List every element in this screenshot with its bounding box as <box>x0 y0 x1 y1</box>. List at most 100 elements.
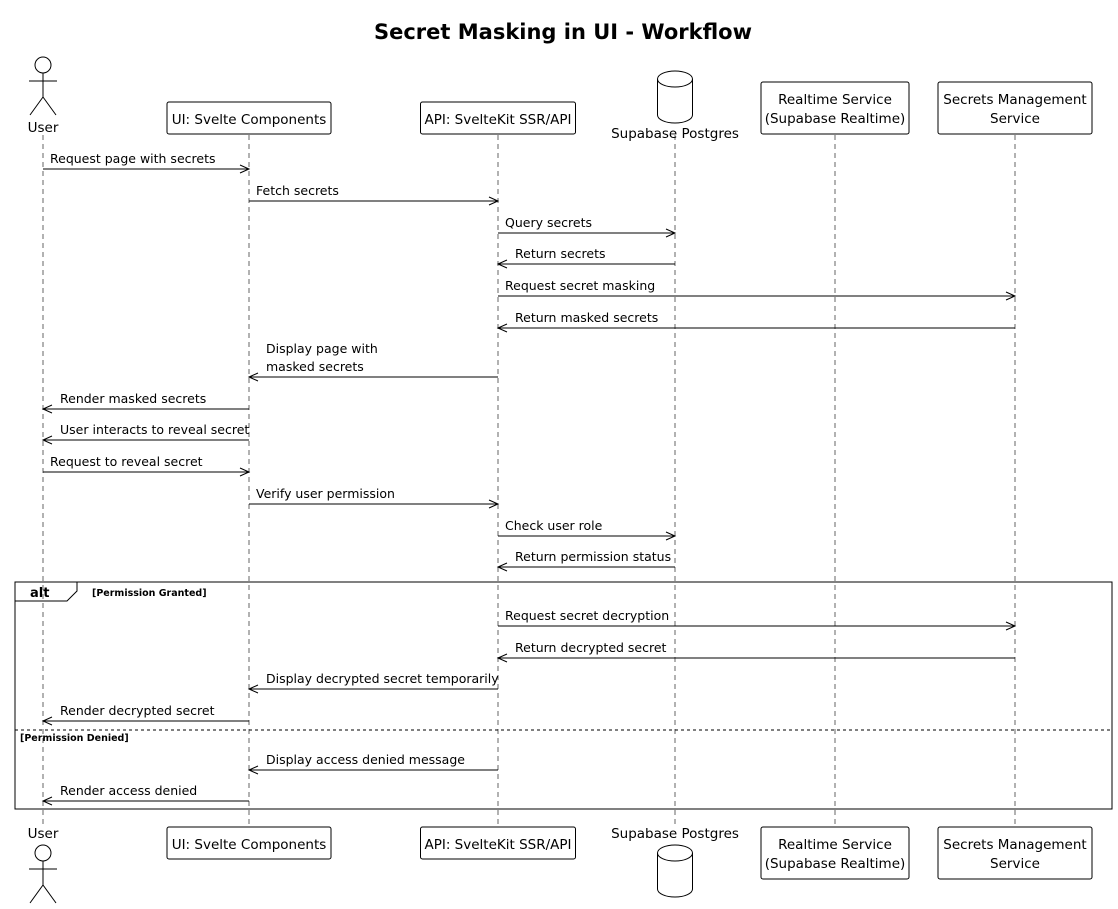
message-label: Return permission status <box>515 549 671 564</box>
arrow-head <box>665 531 677 541</box>
message-fetch-secrets: Fetch secrets <box>249 183 500 206</box>
participant-label: UI: Svelte Components <box>172 112 327 128</box>
participant-box <box>420 826 576 860</box>
participant-box <box>166 101 332 135</box>
arrow-head <box>496 323 508 333</box>
participant-box <box>166 826 332 860</box>
message-return-masked-secrets: Return masked secrets <box>496 310 1015 333</box>
message-label: masked secrets <box>266 359 364 374</box>
message-label: Query secrets <box>505 215 592 230</box>
participant-box <box>420 101 576 135</box>
participant-user-bottom: User <box>28 826 59 904</box>
arrow-head <box>496 259 508 269</box>
participant-box <box>937 81 1093 135</box>
participant-box <box>760 81 910 135</box>
arrow-head <box>488 196 500 206</box>
participant-rt-top: Realtime Service (Supabase Realtime) <box>760 81 910 135</box>
participant-api-top: API: SvelteKit SSR/API <box>420 101 576 135</box>
participant-label: Realtime Service <box>778 92 892 108</box>
message-label: Return masked secrets <box>515 310 658 325</box>
message-request-to-reveal-secret: Request to reveal secret <box>43 454 251 477</box>
message-label: Render decrypted secret <box>60 703 215 718</box>
message-label: Request to reveal secret <box>50 454 203 469</box>
arrow-head <box>41 404 53 414</box>
actor-icon <box>29 56 57 116</box>
participant-label: Supabase Postgres <box>611 826 739 842</box>
arrow-head <box>496 562 508 572</box>
participant-label: Secrets Management <box>943 92 1086 108</box>
alt-operator-label: alt <box>30 586 49 601</box>
message-display-decrypted-secret-temporarily: Display decrypted secret temporarily <box>247 671 499 694</box>
participant-rt-bottom: Realtime Service (Supabase Realtime) <box>760 826 910 880</box>
message-label: Verify user permission <box>256 486 395 501</box>
message-label: Display page with <box>266 341 378 356</box>
message-request-secret-masking: Request secret masking <box>498 278 1017 301</box>
message-render-access-denied: Render access denied <box>41 783 249 806</box>
participant-label: User <box>28 826 59 842</box>
participant-ui-bottom: UI: Svelte Components <box>166 826 332 860</box>
message-verify-user-permission: Verify user permission <box>249 486 500 509</box>
participant-label: API: SvelteKit SSR/API <box>424 837 571 853</box>
arrow-head <box>247 684 259 694</box>
participant-label: (Supabase Realtime) <box>765 111 906 127</box>
message-label: Request secret masking <box>505 278 655 293</box>
arrow-head <box>247 372 259 382</box>
alt-fragment: alt[Permission Granted][Permission Denie… <box>14 581 1113 810</box>
alt-tab <box>15 582 78 602</box>
message-label: Display decrypted secret temporarily <box>266 671 499 686</box>
message-label: Fetch secrets <box>256 183 339 198</box>
arrow-head <box>239 467 251 477</box>
alt-frame <box>14 581 1113 810</box>
message-display-access-denied-message: Display access denied message <box>247 752 498 775</box>
message-label: Display access denied message <box>266 752 465 767</box>
participant-user-top: User <box>28 56 59 136</box>
participant-label: (Supabase Realtime) <box>765 856 906 872</box>
message-label: User interacts to reveal secret <box>60 422 249 437</box>
arrow-head <box>665 228 677 238</box>
participant-box <box>760 826 910 880</box>
message-return-secrets: Return secrets <box>496 246 675 269</box>
arrow-head <box>41 716 53 726</box>
actor-icon <box>29 844 57 904</box>
message-label: Request secret decryption <box>505 608 669 623</box>
participant-label: Supabase Postgres <box>611 126 739 142</box>
message-label: Render masked secrets <box>60 391 206 406</box>
participant-db-bottom: Supabase Postgres <box>611 826 739 898</box>
message-return-decrypted-secret: Return decrypted secret <box>496 640 1015 663</box>
participant-ui-top: UI: Svelte Components <box>166 101 332 135</box>
message-render-masked-secrets: Render masked secrets <box>41 391 249 414</box>
message-check-user-role: Check user role <box>498 518 677 541</box>
message-label: Check user role <box>505 518 603 533</box>
arrow-head <box>41 435 53 445</box>
arrow-head <box>1005 291 1017 301</box>
participant-db-top: Supabase Postgres <box>611 70 739 142</box>
arrow-head <box>488 499 500 509</box>
database-icon <box>657 70 693 124</box>
message-user-interacts-to-reveal-secret: User interacts to reveal secret <box>41 422 249 445</box>
message-display-page-with-masked-secrets: Display page with masked secrets <box>247 341 498 382</box>
message-request-secret-decryption: Request secret decryption <box>498 608 1017 631</box>
arrow-head <box>496 653 508 663</box>
message-render-decrypted-secret: Render decrypted secret <box>41 703 249 726</box>
participant-api-bottom: API: SvelteKit SSR/API <box>420 826 576 860</box>
diagram-title: Secret Masking in UI - Workflow <box>374 20 752 44</box>
message-label: Return secrets <box>515 246 606 261</box>
participant-label: Secrets Management <box>943 837 1086 853</box>
lifelines <box>42 135 1016 826</box>
message-label: Return decrypted secret <box>515 640 667 655</box>
arrow-head <box>41 796 53 806</box>
message-return-permission-status: Return permission status <box>496 549 675 572</box>
participant-label: Realtime Service <box>778 837 892 853</box>
message-label: Request page with secrets <box>50 151 215 166</box>
message-request-page-with-secrets: Request page with secrets <box>43 151 251 174</box>
arrow-head <box>239 164 251 174</box>
participant-box <box>937 826 1093 880</box>
message-query-secrets: Query secrets <box>498 215 677 238</box>
arrow-head <box>247 765 259 775</box>
participant-label: API: SvelteKit SSR/API <box>424 112 571 128</box>
guard-permission-granted: [Permission Granted] <box>92 588 207 599</box>
